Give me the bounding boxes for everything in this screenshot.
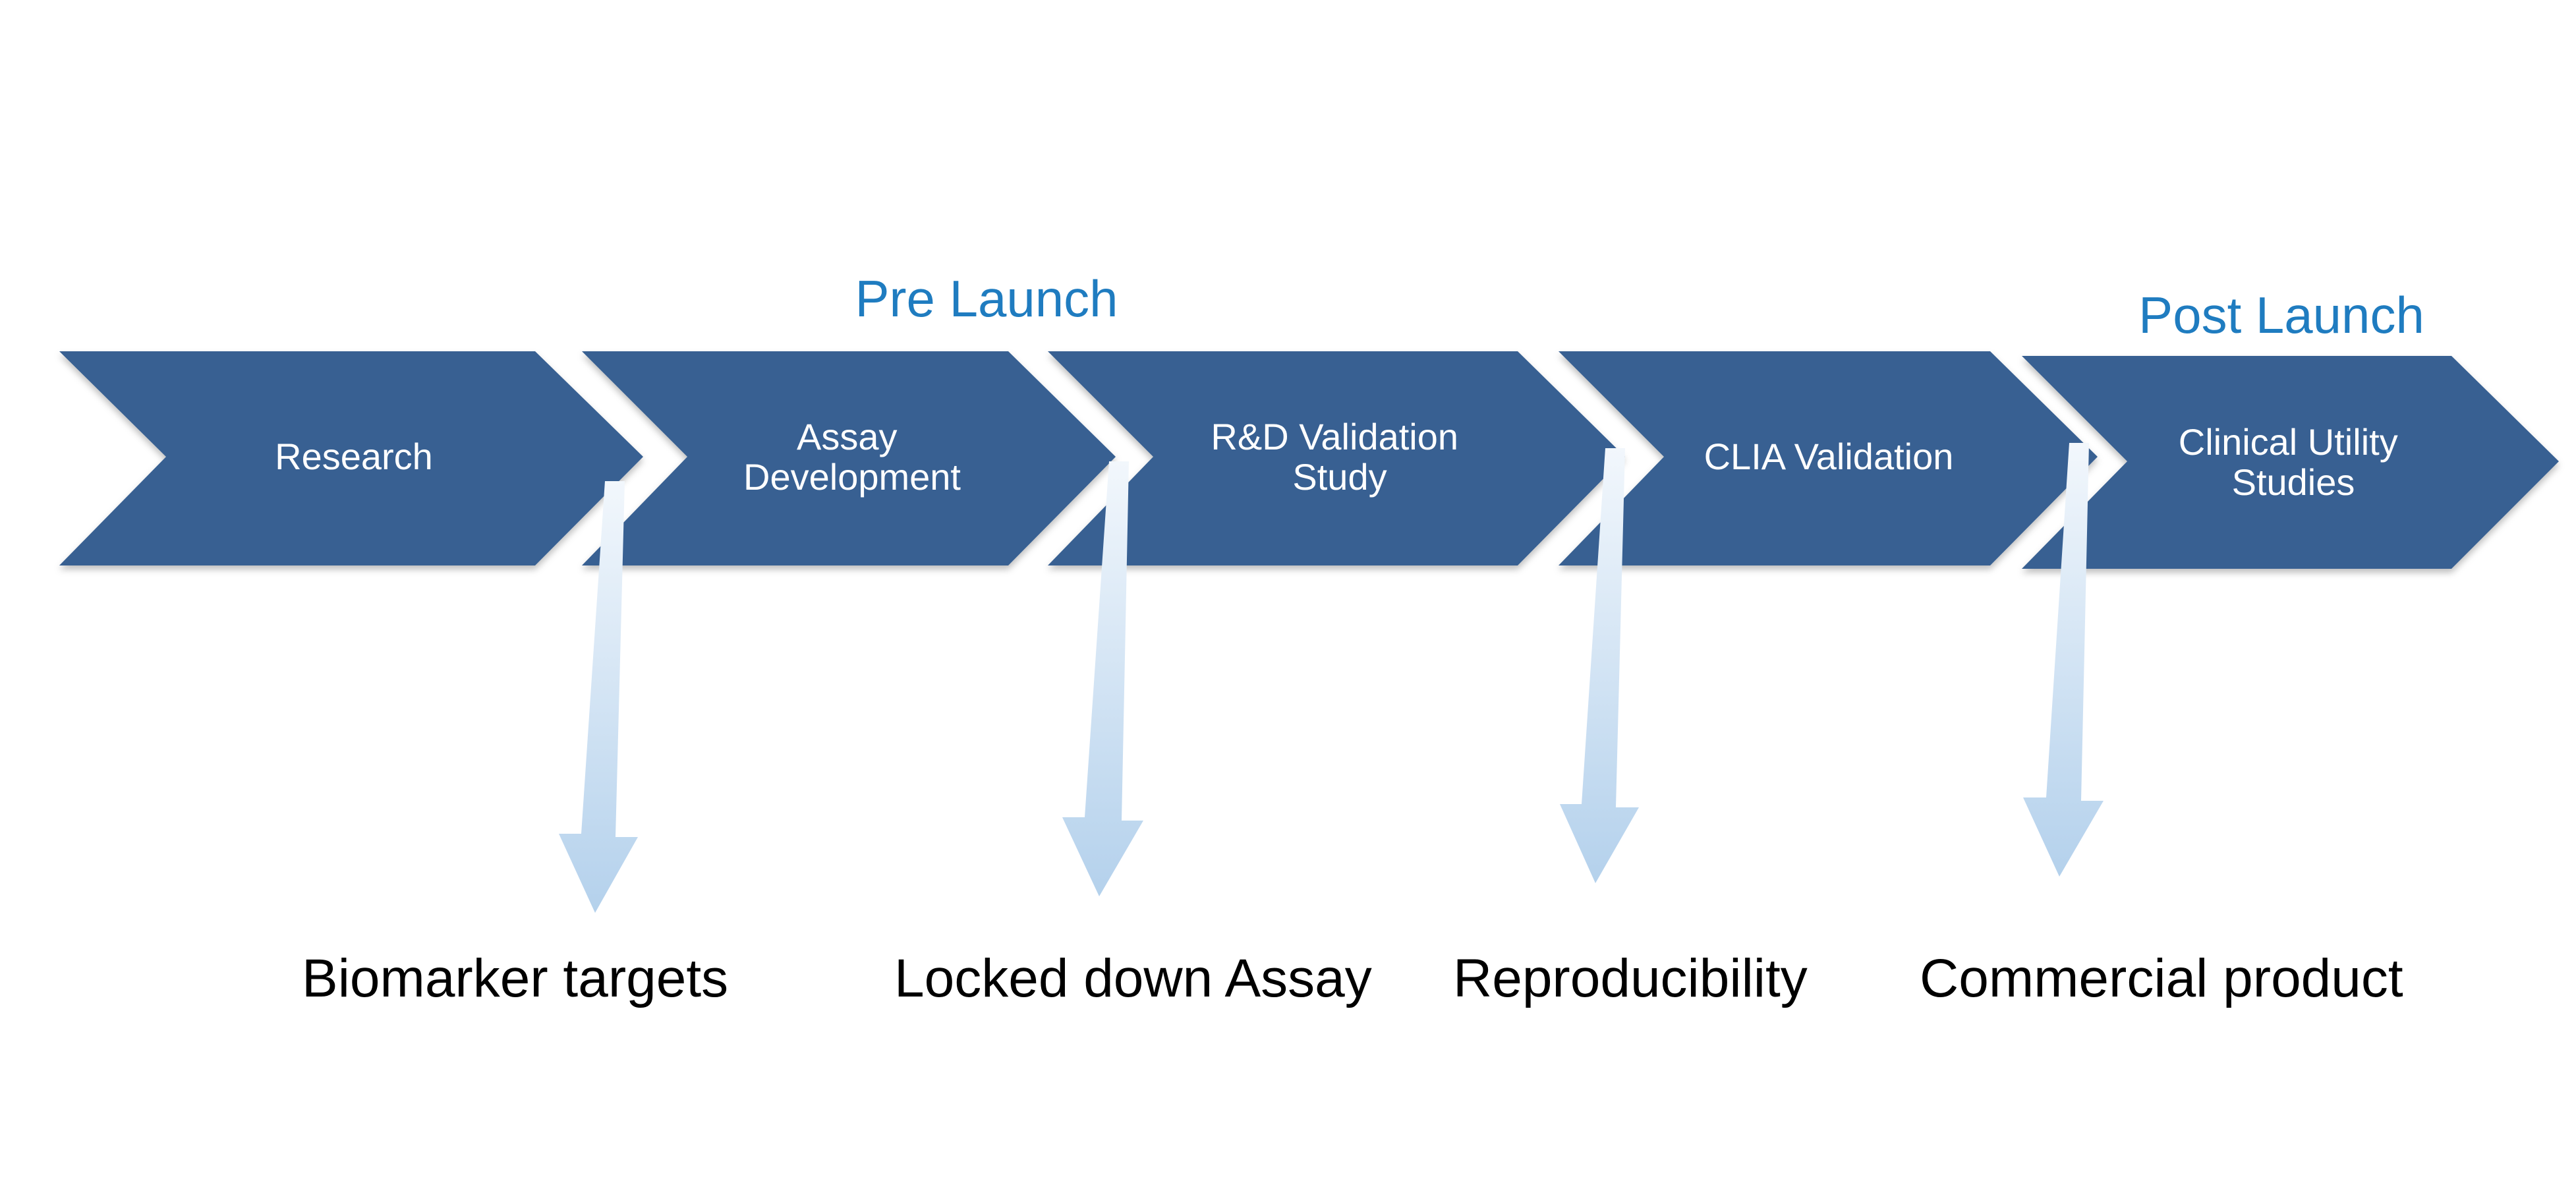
chevron-shape	[582, 351, 1116, 565]
chevron-step-research: Research	[59, 351, 643, 565]
step-line: Assay	[797, 416, 898, 457]
chevron-shape	[1048, 351, 1625, 565]
step-label-research: Research	[275, 436, 433, 477]
step-line: R&D Validation	[1211, 416, 1458, 457]
outcome-commercial-product: Commercial product	[1920, 948, 2403, 1008]
outcome-locked-down-assay: Locked down Assay	[894, 948, 1372, 1008]
step-line: Studies	[2232, 461, 2355, 503]
down-arrow-2	[1062, 461, 1143, 896]
down-arrow-3	[1560, 448, 1639, 883]
post-launch-label: Post Launch	[2138, 286, 2424, 344]
step-label-clinical-utility-studies: Clinical Utility Studies	[2179, 421, 2409, 503]
step-line: Study	[1292, 456, 1387, 498]
down-arrow-1	[559, 481, 638, 913]
chevron-shape	[2022, 356, 2559, 569]
chevron-step-rd-validation-study: R&D Validation Study	[1048, 351, 1625, 565]
chevron-shape	[59, 351, 643, 565]
chevron-shape	[1559, 351, 2098, 565]
step-label-clia-validation: CLIA Validation	[1704, 436, 1954, 477]
outcome-reproducibility: Reproducibility	[1453, 948, 1808, 1008]
chevron-step-clia-validation: CLIA Validation	[1559, 351, 2098, 565]
step-line: Development	[743, 456, 961, 498]
pre-launch-label: Pre Launch	[855, 270, 1118, 328]
step-label-assay-development: Assay Development	[743, 416, 961, 498]
outcome-biomarker-targets: Biomarker targets	[302, 948, 728, 1008]
step-line: Clinical Utility	[2179, 421, 2398, 463]
chevron-step-clinical-utility-studies: Clinical Utility Studies	[2022, 356, 2559, 569]
step-line: CLIA Validation	[1704, 436, 1954, 477]
step-label-rd-validation-study: R&D Validation Study	[1211, 416, 1468, 498]
step-line: Research	[275, 436, 433, 477]
chevron-step-assay-development: Assay Development	[582, 351, 1116, 565]
down-arrow-4	[2023, 443, 2104, 877]
